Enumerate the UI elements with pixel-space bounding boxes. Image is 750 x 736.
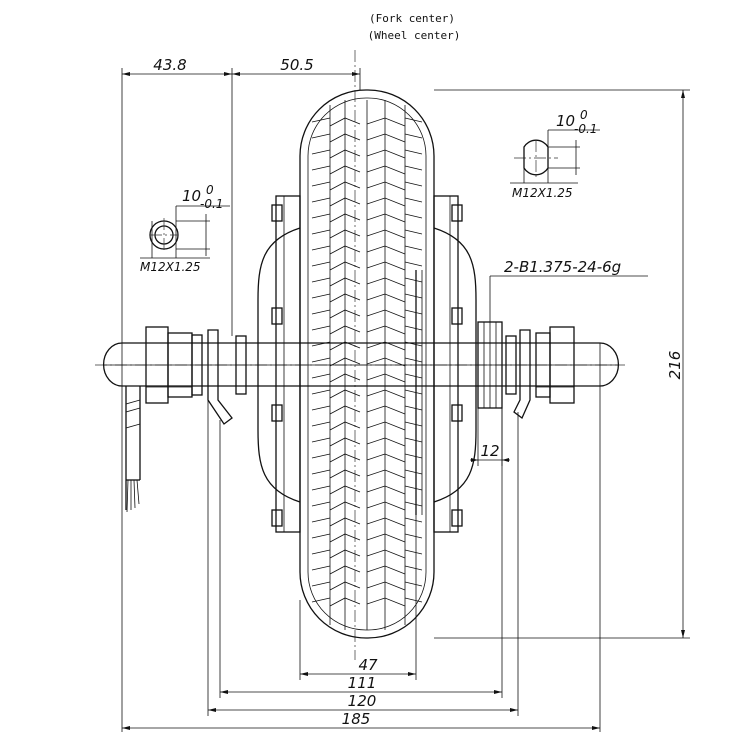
tire [299, 89, 435, 639]
tire-tread [311, 117, 423, 607]
left-section-thread: M12X1.25 [140, 260, 201, 274]
dimension-lines [121, 68, 690, 732]
right-section-thread: M12X1.25 [512, 186, 573, 200]
right-axle-nut [535, 326, 575, 404]
dimension-43-8: 43.8 [153, 56, 186, 74]
left-washer [235, 335, 247, 395]
right-section-width: 10 [556, 112, 575, 130]
dimension-185: 185 [342, 710, 371, 728]
right-section-tol-upper: 0 [580, 108, 588, 122]
right-axle-section [510, 129, 600, 184]
left-section-tol-upper: 0 [206, 183, 214, 197]
left-section-width: 10 [182, 187, 201, 205]
fork-center-note: (Fork center) [369, 12, 455, 25]
wheel-center-note: (Wheel center) [368, 29, 461, 42]
motor-cable [125, 386, 141, 513]
dimension-111: 111 [348, 674, 377, 692]
axle [102, 342, 620, 387]
left-axle-nut [145, 326, 203, 404]
motor-housing [257, 195, 477, 533]
left-section-tol-lower: -0.1 [200, 197, 223, 211]
dimension-120: 120 [348, 692, 377, 710]
right-section-tol-lower: -0.1 [574, 122, 597, 136]
right-fork-dropout [513, 329, 531, 420]
dimension-47: 47 [358, 656, 378, 674]
freewheel-leader [489, 275, 648, 322]
right-washer [505, 335, 517, 395]
dimension-50-5: 50.5 [280, 56, 313, 74]
dimension-216: 216 [666, 351, 684, 380]
left-axle-section [140, 205, 230, 259]
dimension-12: 12 [480, 442, 499, 460]
freewheel-thread-label: 2-B1.375-24-6g [504, 258, 621, 276]
left-fork-dropout [207, 329, 233, 425]
